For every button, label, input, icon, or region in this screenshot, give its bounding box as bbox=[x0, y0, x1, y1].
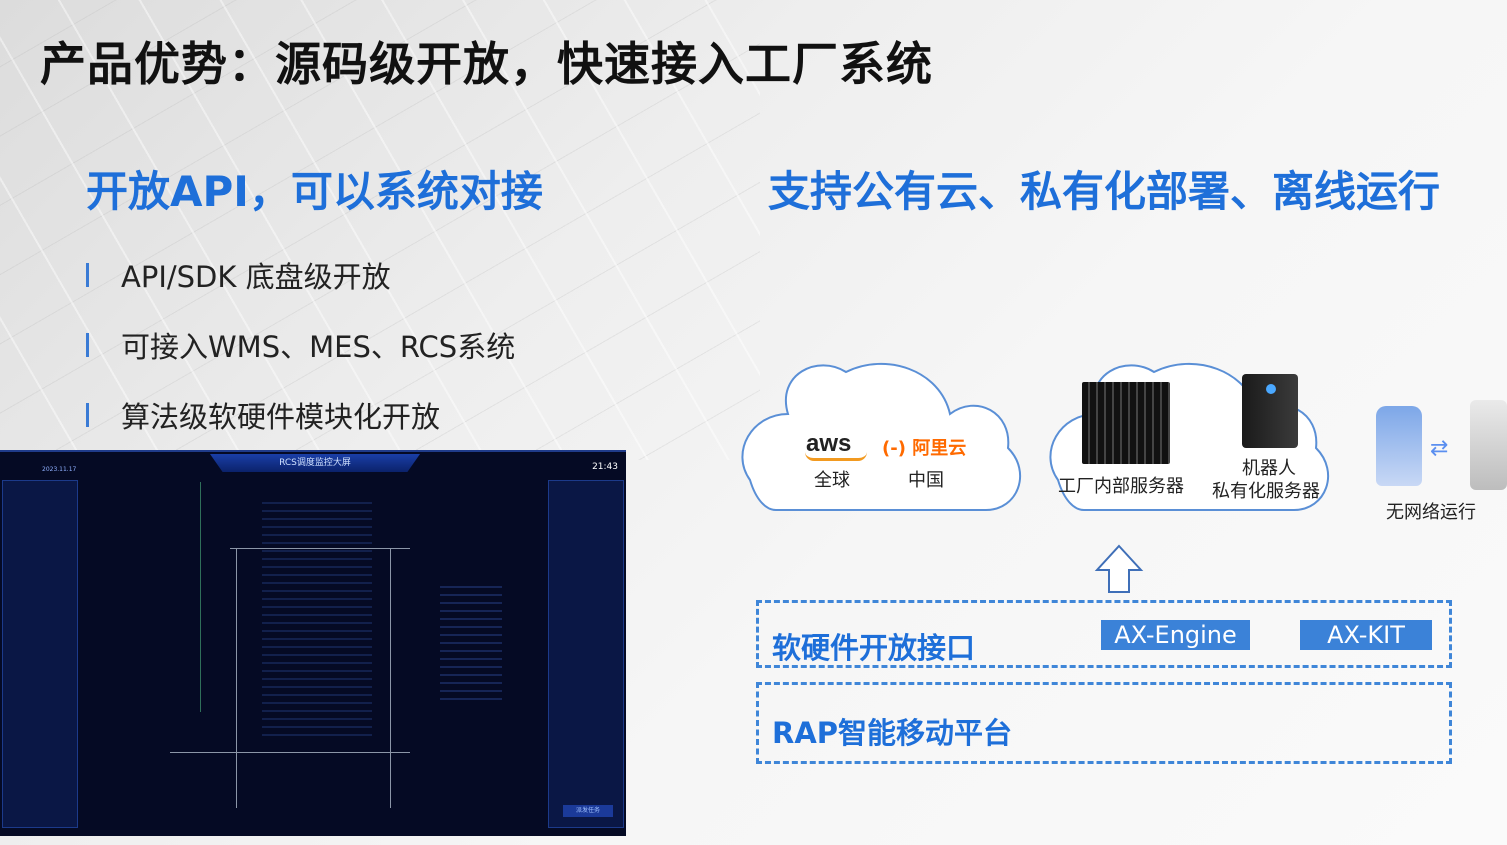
platform-label: RAP智能移动平台 bbox=[772, 716, 1013, 750]
dashboard-time: 21:43 bbox=[592, 462, 618, 472]
robot-icon bbox=[1376, 406, 1422, 486]
feature-item: API/SDK 底盘级开放 bbox=[86, 240, 515, 310]
bullet-marker bbox=[86, 263, 89, 287]
feature-list: API/SDK 底盘级开放 可接入WMS、MES、RCS系统 算法级软硬件模块化… bbox=[86, 240, 515, 450]
factory-server-label: 工厂内部服务器 bbox=[1058, 476, 1184, 497]
route-line bbox=[390, 548, 391, 808]
platform-layer-box bbox=[756, 682, 1452, 764]
power-led-icon bbox=[1266, 384, 1276, 394]
robot-icon bbox=[1470, 400, 1507, 490]
dashboard-date: 2023.11.17 bbox=[42, 466, 77, 473]
feature-item: 可接入WMS、MES、RCS系统 bbox=[86, 310, 515, 380]
aliyun-logo: (-) 阿里云 bbox=[882, 438, 967, 459]
feature-text: 算法级软硬件模块化开放 bbox=[121, 400, 441, 434]
rcs-dashboard-screenshot: RCS调度监控大屏 21:43 2023.11.17 派发任务 bbox=[0, 450, 626, 836]
up-arrow-icon bbox=[1094, 544, 1144, 593]
ax-engine-tag: AX-Engine bbox=[1101, 620, 1250, 650]
offline-label: 无网络运行 bbox=[1386, 502, 1476, 523]
pc-server-icon bbox=[1242, 374, 1298, 448]
bullet-marker bbox=[86, 333, 89, 357]
building-model-small bbox=[440, 580, 502, 700]
robot-server-label-line2: 私有化服务器 bbox=[1212, 481, 1320, 502]
robot-server-label-line1: 机器人 bbox=[1242, 458, 1296, 479]
route-line bbox=[170, 752, 410, 753]
dashboard-header: RCS调度监控大屏 bbox=[210, 454, 420, 472]
page-title: 产品优势：源码级开放，快速接入工厂系统 bbox=[40, 37, 933, 91]
feature-text: API/SDK 底盘级开放 bbox=[121, 260, 391, 294]
public-cloud-shape bbox=[741, 362, 1022, 511]
aws-label: 全球 bbox=[814, 470, 850, 491]
route-line bbox=[236, 548, 237, 808]
swap-arrow-icon: ⇄ bbox=[1430, 436, 1449, 461]
right-heading: 支持公有云、私有化部署、离线运行 bbox=[768, 167, 1441, 216]
aws-smile-icon bbox=[805, 452, 867, 461]
dashboard-left-panel bbox=[2, 480, 78, 828]
bullet-marker bbox=[86, 403, 89, 427]
route-line bbox=[200, 482, 201, 712]
ax-kit-tag: AX-KIT bbox=[1300, 620, 1432, 650]
aliyun-label: 中国 bbox=[908, 470, 944, 491]
interface-layer-box bbox=[756, 600, 1452, 668]
dashboard-right-panel: 派发任务 bbox=[548, 480, 624, 828]
background-grid bbox=[0, 0, 760, 460]
dispatch-task-button: 派发任务 bbox=[563, 805, 613, 817]
left-heading: 开放API，可以系统对接 bbox=[86, 167, 543, 216]
feature-text: 可接入WMS、MES、RCS系统 bbox=[121, 330, 516, 364]
feature-item: 算法级软硬件模块化开放 bbox=[86, 380, 515, 450]
server-rack-icon bbox=[1082, 382, 1170, 464]
building-model bbox=[262, 496, 372, 736]
route-line bbox=[230, 548, 410, 549]
interface-label: 软硬件开放接口 bbox=[772, 631, 976, 665]
